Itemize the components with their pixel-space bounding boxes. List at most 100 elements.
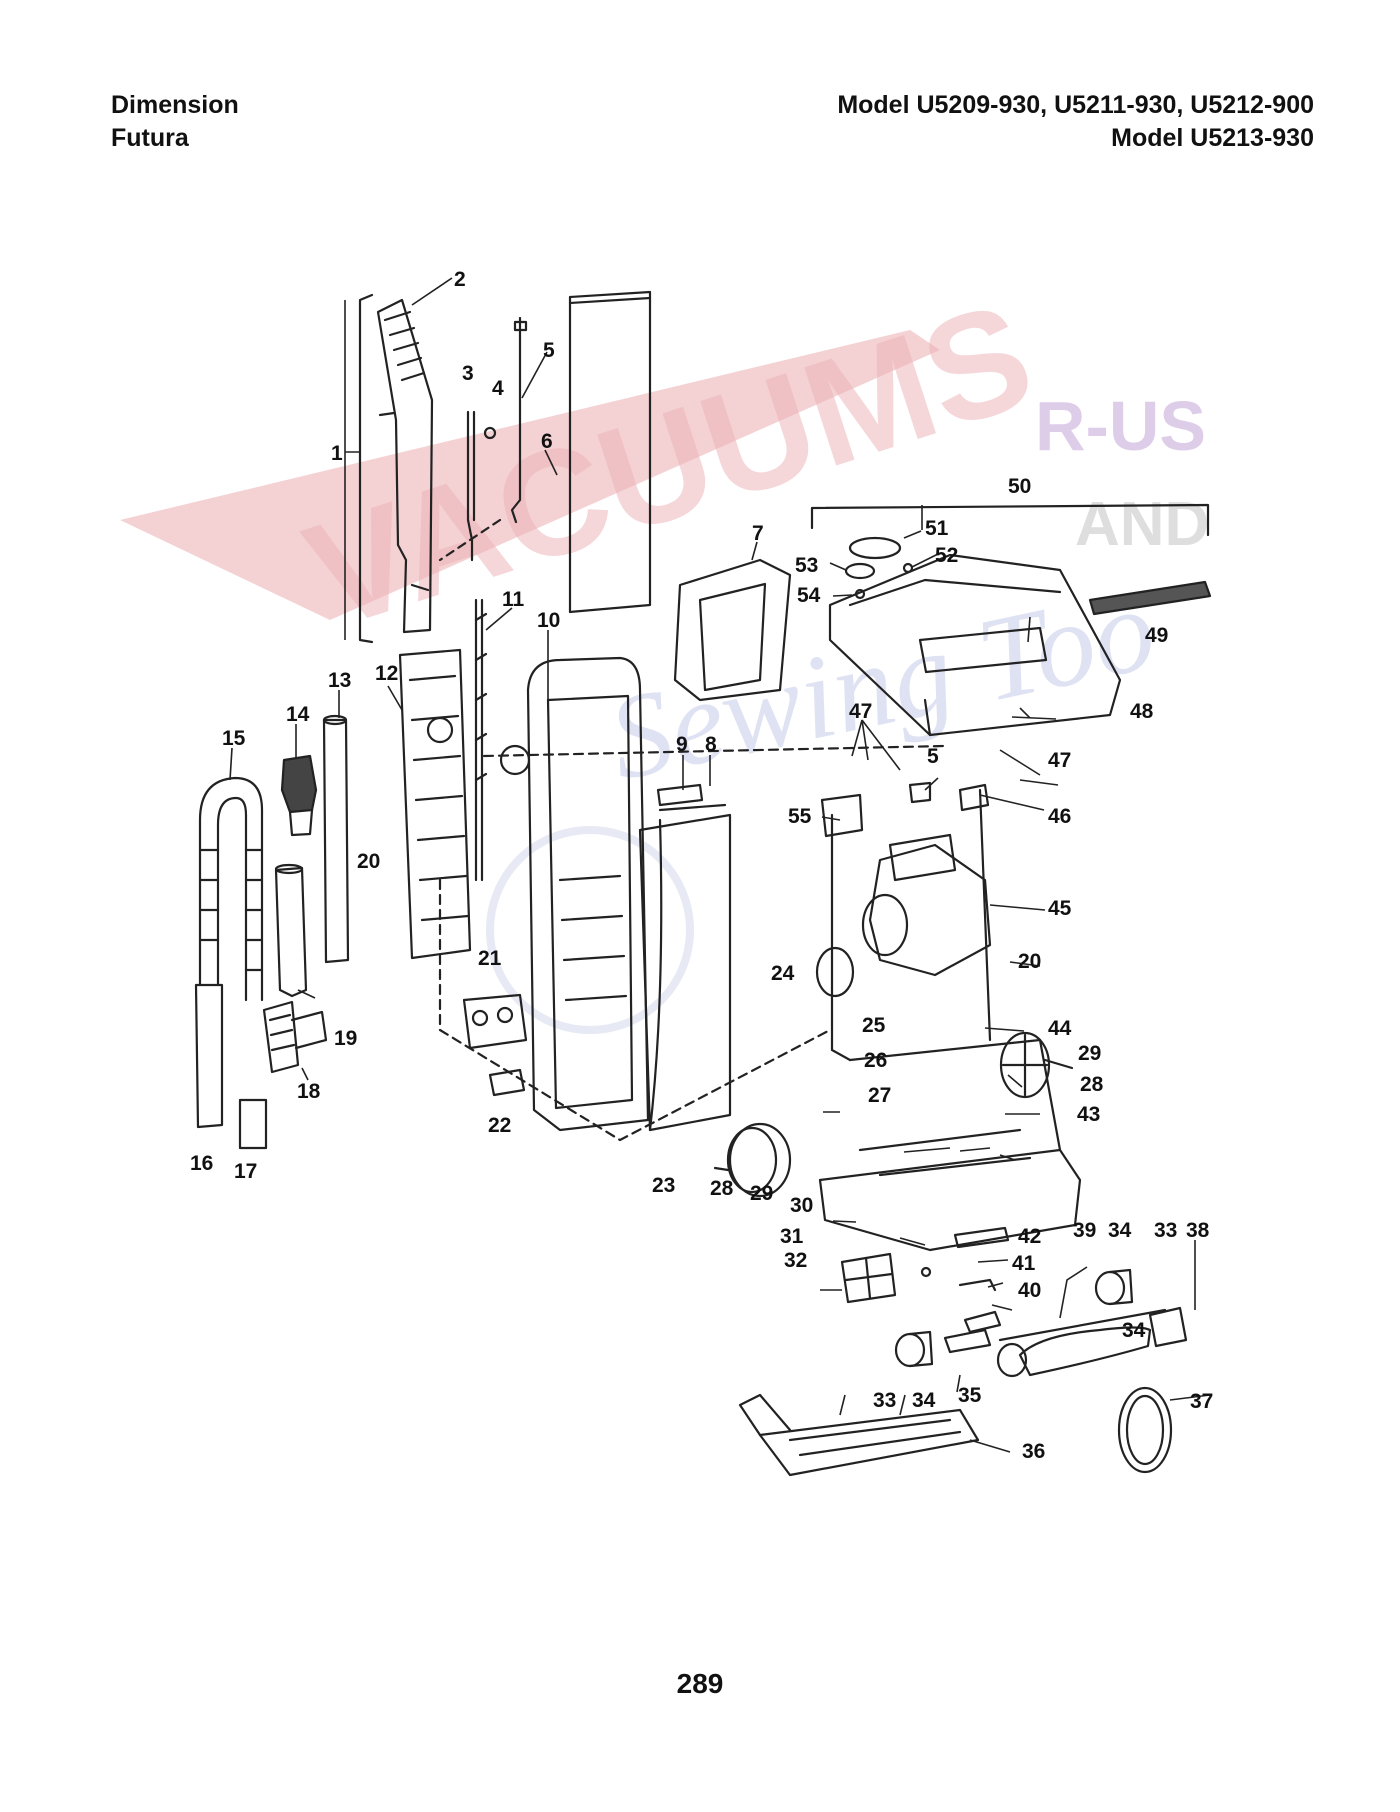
callout-55: 55 — [788, 805, 812, 828]
hose-clip — [462, 993, 528, 1097]
crevice-tool — [274, 863, 308, 998]
end-cap-right — [1094, 1268, 1134, 1306]
callout-7: 7 — [752, 522, 764, 545]
motor-base-frame — [818, 788, 1082, 1252]
callout-37: 37 — [1190, 1390, 1213, 1413]
callout-25: 25 — [862, 1014, 886, 1037]
dusting-brush — [280, 754, 318, 837]
callout-5-b: 5 — [927, 745, 939, 768]
callout-14: 14 — [286, 703, 310, 726]
callout-47: 47 — [1048, 749, 1071, 772]
callout-29: 29 — [1078, 1042, 1101, 1065]
callout-1: 1 — [331, 442, 343, 465]
callout-48: 48 — [1130, 700, 1154, 723]
callout-20-b: 20 — [1018, 950, 1041, 973]
brushroll — [996, 1306, 1188, 1378]
belt-cover — [840, 1252, 897, 1304]
rear-wheel-left — [726, 1122, 792, 1198]
callout-5: 5 — [543, 339, 555, 362]
callout-24: 24 — [771, 962, 795, 985]
drive-belt — [1117, 1386, 1173, 1474]
callout-52: 52 — [935, 544, 958, 567]
group-bracket — [810, 503, 1210, 537]
rear-wheel-right — [999, 1031, 1074, 1099]
bag-housing — [499, 656, 650, 1132]
height-adjust-parts — [920, 1226, 1010, 1334]
door-latch — [656, 783, 704, 807]
callout-4: 4 — [492, 377, 504, 400]
callout-9: 9 — [676, 733, 688, 756]
callout-2: 2 — [454, 268, 466, 291]
hood-knob — [844, 536, 914, 600]
callout-42: 42 — [1018, 1225, 1041, 1248]
front-door — [638, 803, 732, 1132]
cord-parts — [438, 316, 528, 882]
gasket-ring — [815, 946, 855, 998]
callout-31: 31 — [780, 1225, 804, 1248]
callout-46: 46 — [1048, 805, 1071, 828]
model-list-line1: Model U5209-930, U5211-930, U5212-900 — [837, 91, 1314, 119]
header-right: Model U5209-930, U5211-930, U5212-900 Mo… — [837, 89, 1314, 155]
model-list-line2: Model U5213-930 — [1111, 124, 1314, 152]
motor-unit — [861, 833, 992, 977]
callout-44: 44 — [1048, 1017, 1072, 1040]
bumper-strip — [1088, 580, 1212, 616]
callout-47-b: 47 — [849, 700, 872, 723]
callout-38: 38 — [1186, 1219, 1210, 1242]
header-left: Dimension Futura — [111, 89, 239, 155]
callout-35: 35 — [958, 1384, 982, 1407]
callout-18: 18 — [297, 1080, 321, 1103]
callout-12: 12 — [375, 662, 398, 685]
upholstery-tool — [262, 1000, 328, 1074]
callout-39: 39 — [1073, 1219, 1096, 1242]
callout-32: 32 — [784, 1249, 807, 1272]
end-cap-left — [894, 1330, 934, 1368]
callout-33: 33 — [1154, 1219, 1177, 1242]
callout-34: 34 — [1108, 1219, 1132, 1242]
callout-50: 50 — [1008, 475, 1031, 498]
callout-17: 17 — [234, 1160, 257, 1183]
assembly-line-lower — [438, 878, 832, 1142]
callout-13: 13 — [328, 669, 351, 692]
hose-assembly — [194, 776, 268, 1150]
bag-cradle — [673, 558, 792, 702]
callout-34-c: 34 — [1122, 1319, 1146, 1342]
page-number: 289 — [676, 1668, 724, 1699]
callout-41: 41 — [1012, 1252, 1036, 1275]
assembly-line — [482, 744, 946, 758]
callout-8: 8 — [705, 733, 717, 756]
callout-22: 22 — [488, 1114, 511, 1137]
switch-assembly — [820, 781, 990, 838]
callout-29-b: 29 — [750, 1182, 773, 1205]
callout-16: 16 — [190, 1152, 213, 1175]
watermark-word3: AND — [1075, 490, 1209, 559]
callout-33-b: 33 — [873, 1389, 896, 1412]
callout-21: 21 — [478, 947, 502, 970]
callout-10: 10 — [537, 609, 560, 632]
callout-34-b: 34 — [912, 1389, 936, 1412]
product-name: Futura — [111, 124, 189, 152]
callout-43: 43 — [1077, 1103, 1100, 1126]
axle-pin — [713, 1166, 730, 1172]
callout-6: 6 — [541, 430, 553, 453]
callout-28: 28 — [1080, 1073, 1104, 1096]
callout-27: 27 — [868, 1084, 891, 1107]
motor-hood — [828, 553, 1122, 737]
hose-housing — [398, 648, 472, 960]
callout-15: 15 — [222, 727, 246, 750]
watermark-word1: VACUUMS — [288, 270, 1051, 661]
leader-lines — [229, 277, 1211, 1453]
callout-labels: 1 2 3 4 5 6 7 8 9 10 11 12 13 14 15 16 1… — [190, 268, 1213, 1463]
wand-tube — [322, 714, 350, 964]
watermark-word2: R-US — [1035, 387, 1206, 465]
brush-bracket — [943, 1328, 992, 1354]
callout-36: 36 — [1022, 1440, 1045, 1463]
callout-23: 23 — [652, 1174, 675, 1197]
callout-11: 11 — [502, 588, 525, 611]
callout-40: 40 — [1018, 1279, 1041, 1302]
brand-name: Dimension — [111, 91, 239, 119]
filter-panel — [568, 290, 652, 614]
callout-20: 20 — [357, 850, 380, 873]
callout-3: 3 — [462, 362, 474, 385]
